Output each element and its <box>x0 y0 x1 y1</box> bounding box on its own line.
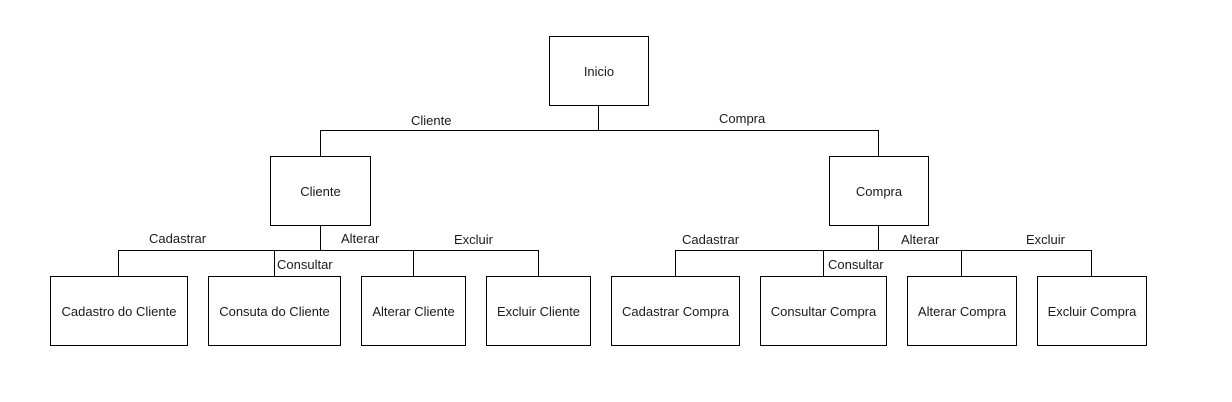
edge-label-compra-alterar: Alterar <box>901 232 940 247</box>
node-cadastro-cliente-label: Cadastro do Cliente <box>61 303 177 319</box>
node-consultar-compra[interactable]: Consultar Compra <box>760 276 887 346</box>
edge-label-cliente-consultar: Consultar <box>277 257 333 272</box>
node-alterar-compra-label: Alterar Compra <box>917 303 1007 319</box>
node-cadastrar-compra-label: Cadastrar Compra <box>622 303 729 319</box>
node-excluir-cliente-label: Excluir Cliente <box>496 303 581 319</box>
edge-label-cliente-cadastrar: Cadastrar <box>149 231 207 246</box>
node-consultar-compra-label: Consultar Compra <box>770 303 877 319</box>
node-alterar-compra[interactable]: Alterar Compra <box>907 276 1017 346</box>
edge-label-compra-cadastrar: Cadastrar <box>682 232 740 247</box>
edge-label-cliente-excluir: Excluir <box>454 232 494 247</box>
node-alterar-cliente-label: Alterar Cliente <box>372 303 455 319</box>
node-alterar-cliente[interactable]: Alterar Cliente <box>361 276 466 346</box>
node-cadastrar-compra[interactable]: Cadastrar Compra <box>611 276 740 346</box>
node-excluir-compra[interactable]: Excluir Compra <box>1037 276 1147 346</box>
node-cliente-label: Cliente <box>300 183 341 199</box>
node-consulta-cliente[interactable]: Consuta do Cliente <box>208 276 341 346</box>
edge-label-compra: Compra <box>719 111 766 126</box>
node-inicio[interactable]: Inicio <box>549 36 649 106</box>
edge-label-cliente-alterar: Alterar <box>341 231 380 246</box>
node-inicio-label: Inicio <box>583 63 615 79</box>
node-consulta-cliente-label: Consuta do Cliente <box>219 303 330 319</box>
edge-label-compra-consultar: Consultar <box>828 257 884 272</box>
node-compra[interactable]: Compra <box>829 156 929 226</box>
node-compra-label: Compra <box>855 183 903 199</box>
node-cliente[interactable]: Cliente <box>270 156 371 226</box>
node-excluir-compra-label: Excluir Compra <box>1047 303 1137 319</box>
edge-label-cliente: Cliente <box>411 113 452 128</box>
edge-label-compra-excluir: Excluir <box>1026 232 1066 247</box>
node-excluir-cliente[interactable]: Excluir Cliente <box>486 276 591 346</box>
node-cadastro-cliente[interactable]: Cadastro do Cliente <box>50 276 188 346</box>
